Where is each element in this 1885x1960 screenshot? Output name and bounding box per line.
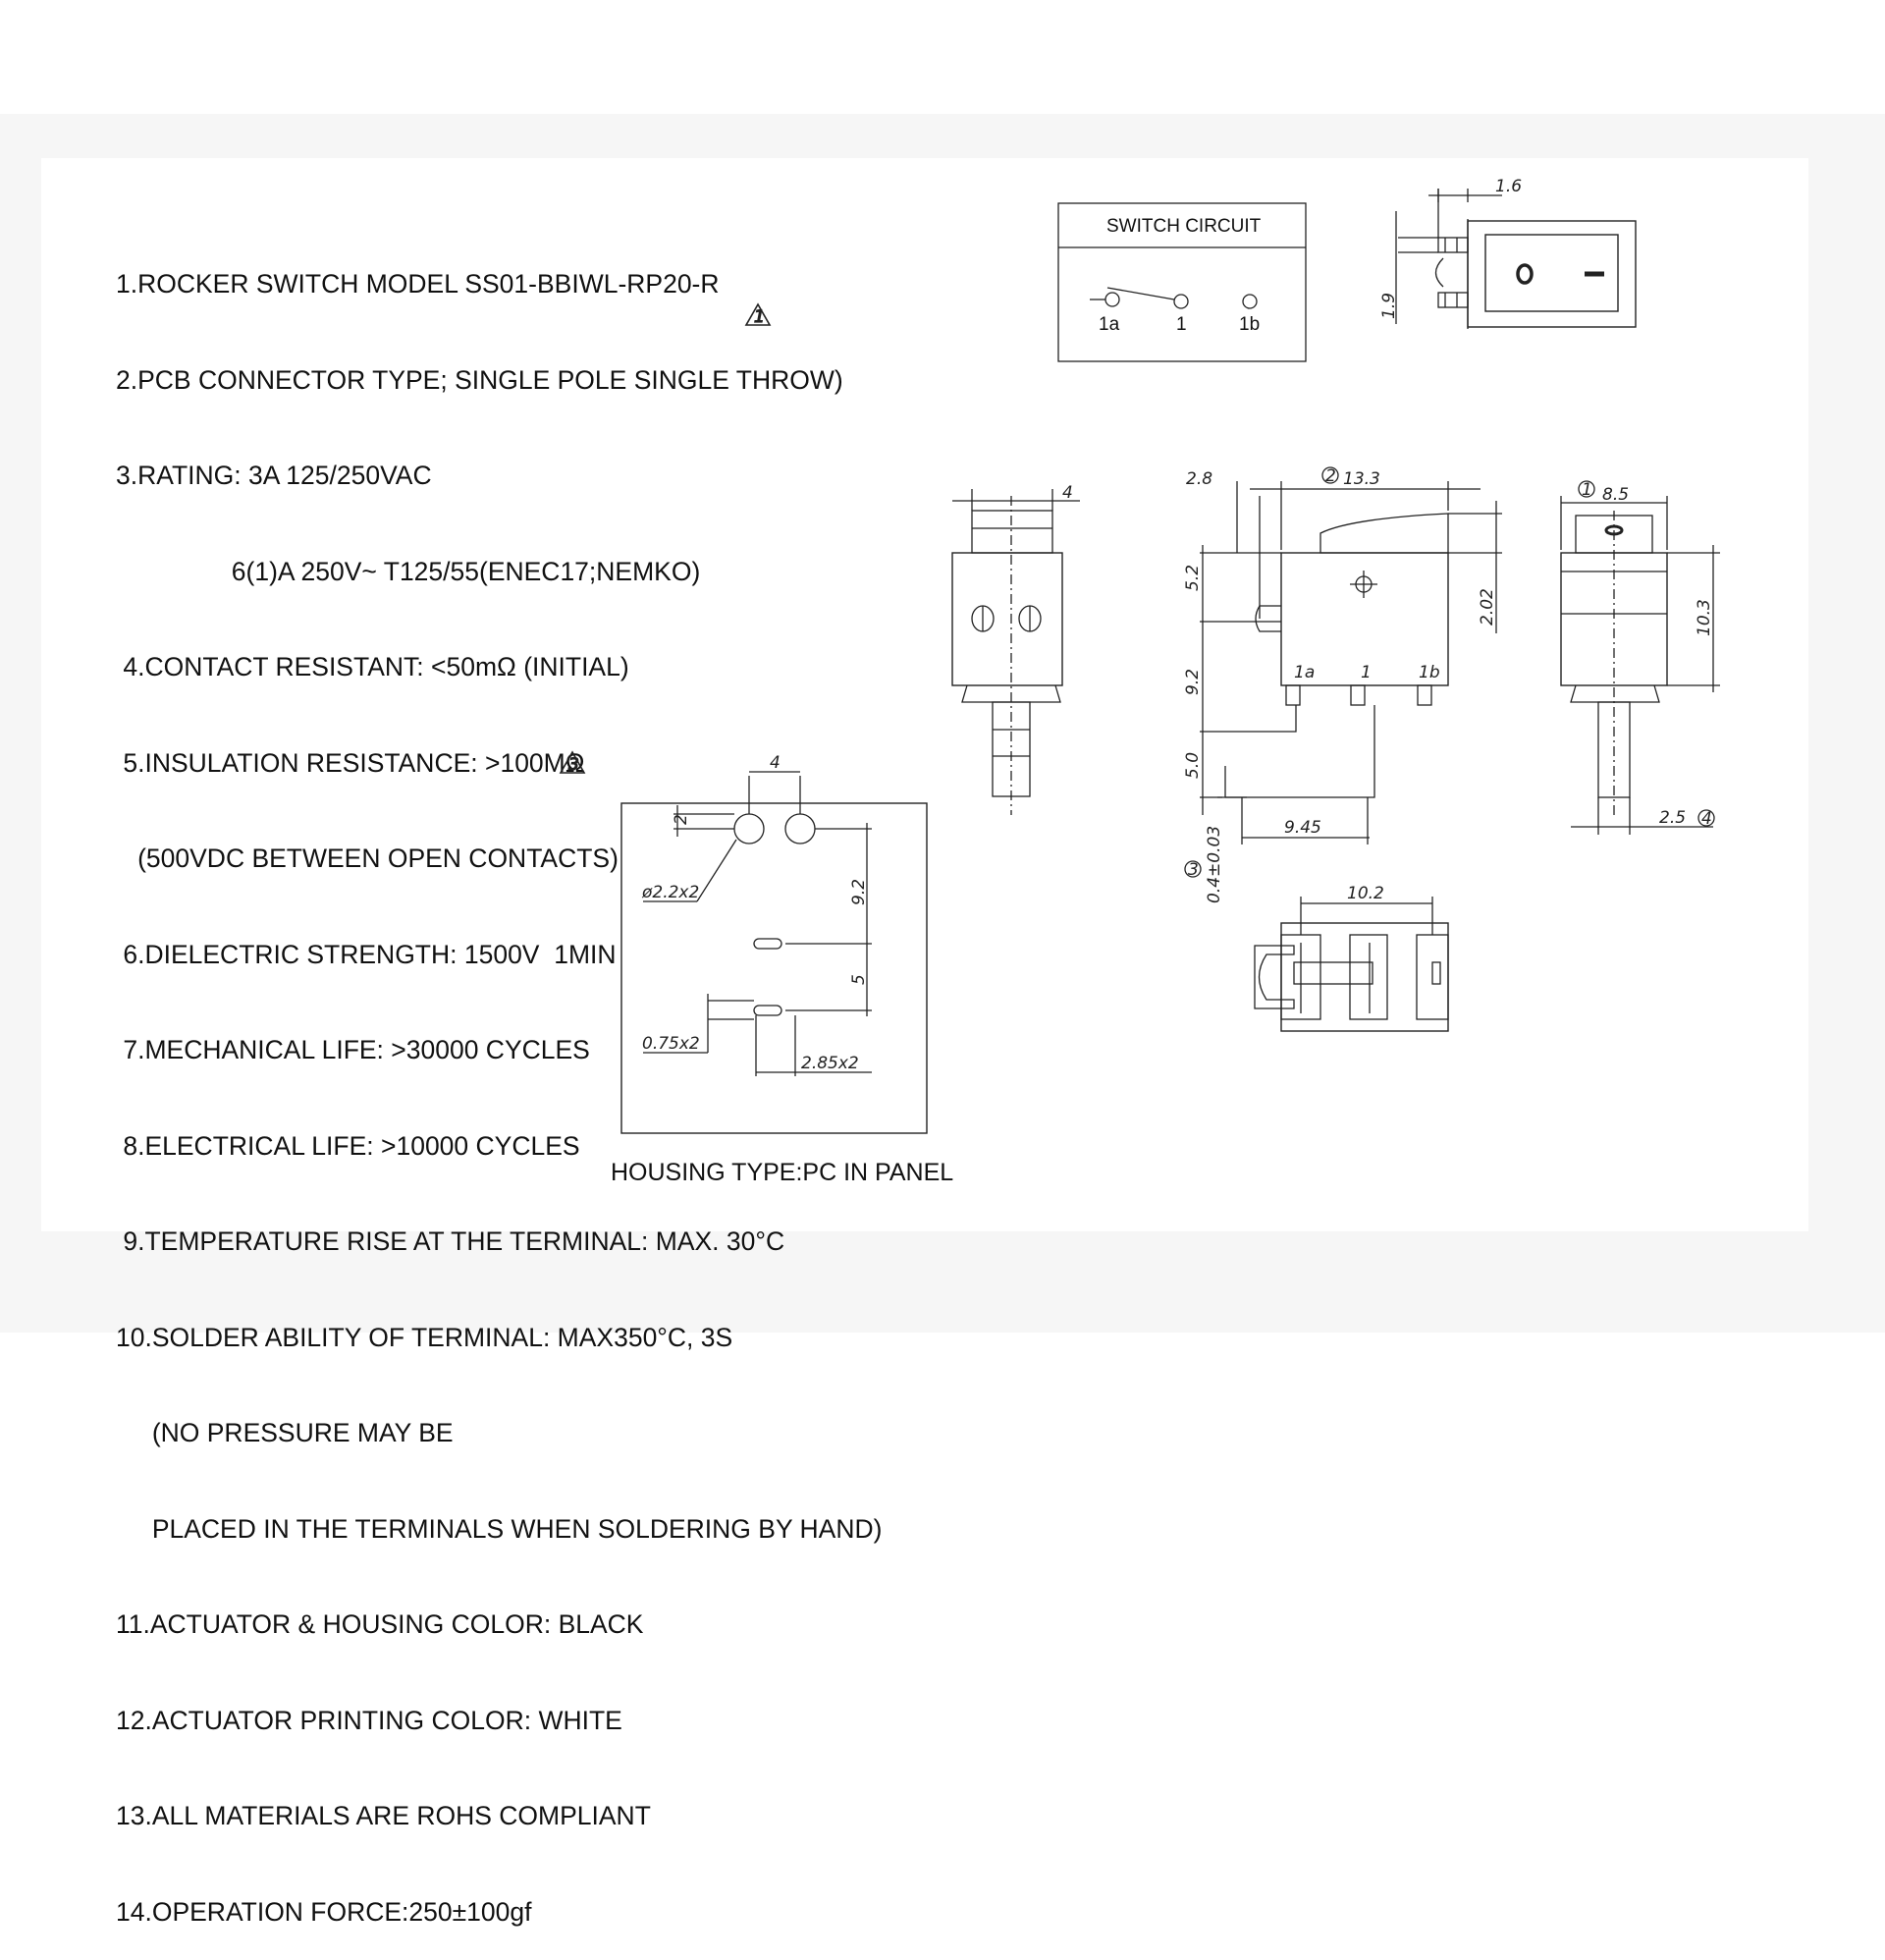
dim-width-mark: 2 [1325,466,1336,486]
spec-line: 3.RATING: 3A 125/250VAC [116,461,432,490]
spec-line: 13.ALL MATERIALS ARE ROHS COMPLIANT [116,1801,651,1830]
switch-circuit-diagram: SWITCH CIRCUIT 1a 1 1b [1057,202,1307,362]
spec-line: 6.DIELECTRIC STRENGTH: 1500V 1MIN [116,939,617,969]
dim-spacing: 4 [770,753,781,773]
top-view: 1.6 1.9 [1379,177,1637,329]
dim-pin: 2.5 [1659,808,1686,828]
spec-line: 9.TEMPERATURE RISE AT THE TERMINAL: MAX.… [116,1226,785,1256]
dim-pin-mark: 4 [1701,809,1712,829]
dim-width: 13.3 [1343,469,1380,489]
dim-height: 10.3 [1695,599,1714,636]
spec-line: (NO PRESSURE MAY BE [116,1418,454,1447]
dim-width: 10.2 [1347,884,1384,903]
switch-circuit-title: SWITCH CIRCUIT [1106,216,1262,237]
dim-top: 2 [672,814,691,825]
spec-line: (500VDC BETWEEN OPEN CONTACTS) [116,844,619,873]
dim-slot-width: 0.75x2 [642,1034,700,1054]
side-view-right: 1 8.5 10.3 2.5 4 [1560,480,1720,835]
dim-hole: ø2.2x2 [641,883,699,902]
front-view: 1a 1 1b 2.8 2 13.3 5.2 9.2 5.0 2.02 9.45 [1183,466,1502,903]
spec-line: 11.ACTUATOR & HOUSING COLOR: BLACK [116,1609,644,1639]
dim-height: 1.9 [1379,293,1399,319]
dim-width: 8.5 [1602,485,1629,505]
spec-line: 12.ACTUATOR PRINTING COLOR: WHITE [116,1705,622,1735]
revision-number: 3 [568,755,579,775]
housing-type-caption: HOUSING TYPE:PC IN PANEL [611,1159,954,1186]
dim-offset: 2.8 [1186,469,1212,489]
drawing-sheet [41,158,1808,1231]
dim-vertical-1: 9.2 [849,879,869,905]
technical-drawing: 1 3 SWITCH CIRCUIT 1a 1 1b 1.6 [559,177,1720,1134]
spec-line: 14.OPERATION FORCE:250±100gf [116,1896,532,1927]
spec-line: 6(1)A 250V~ T125/55(ENEC17;NEMKO) [116,556,701,586]
terminal-label: 1a [1294,663,1315,682]
revision-number: 1 [754,307,765,327]
terminal-label: 1a [1099,314,1120,335]
pcb-layout: 4 2 ø2.2x2 9.2 5 0.75x2 2.85x2 [620,753,928,1134]
revision-mark-force: 3 [559,750,586,776]
dim-vertical-2: 5 [849,974,869,985]
dim-upper: 5.2 [1183,565,1203,591]
dim-slot-length: 2.85x2 [801,1054,859,1073]
terminal-label: 1 [1176,314,1187,335]
revision-mark-rating: 1 [744,302,772,328]
spec-line: 7.MECHANICAL LIFE: >30000 CYCLES [116,1035,590,1064]
terminal-label: 1b [1419,663,1440,682]
dim-lower: 5.0 [1183,752,1203,779]
spec-line: PLACED IN THE TERMINALS WHEN SOLDERING B… [116,1513,883,1544]
spec-line: 1.ROCKER SWITCH MODEL SS01-BBIWL-RP20-R [116,269,720,299]
spec-line: 8.ELECTRICAL LIFE: >10000 CYCLES [116,1130,580,1161]
terminal-label: 1b [1239,314,1260,335]
bottom-view: 10.2 [1254,884,1449,1032]
dim-middle: 9.2 [1183,669,1203,695]
dim-top: 4 [1062,483,1073,503]
terminal-label: 1 [1361,663,1372,682]
dim-width-mark: 1 [1582,480,1592,500]
dim-thickness: 0.4±0.03 [1205,826,1224,903]
dim-actuator: 2.02 [1478,588,1497,626]
side-view-left: 4 [951,483,1080,815]
dim-width: 1.6 [1495,177,1522,196]
spec-line: 4.CONTACT RESISTANT: <50mΩ (INITIAL) [116,652,629,681]
dim-bottom: 9.45 [1284,818,1321,838]
spec-line: 2.PCB CONNECTOR TYPE; SINGLE POLE SINGLE… [116,364,843,395]
dim-thickness-mark: 3 [1188,860,1199,880]
